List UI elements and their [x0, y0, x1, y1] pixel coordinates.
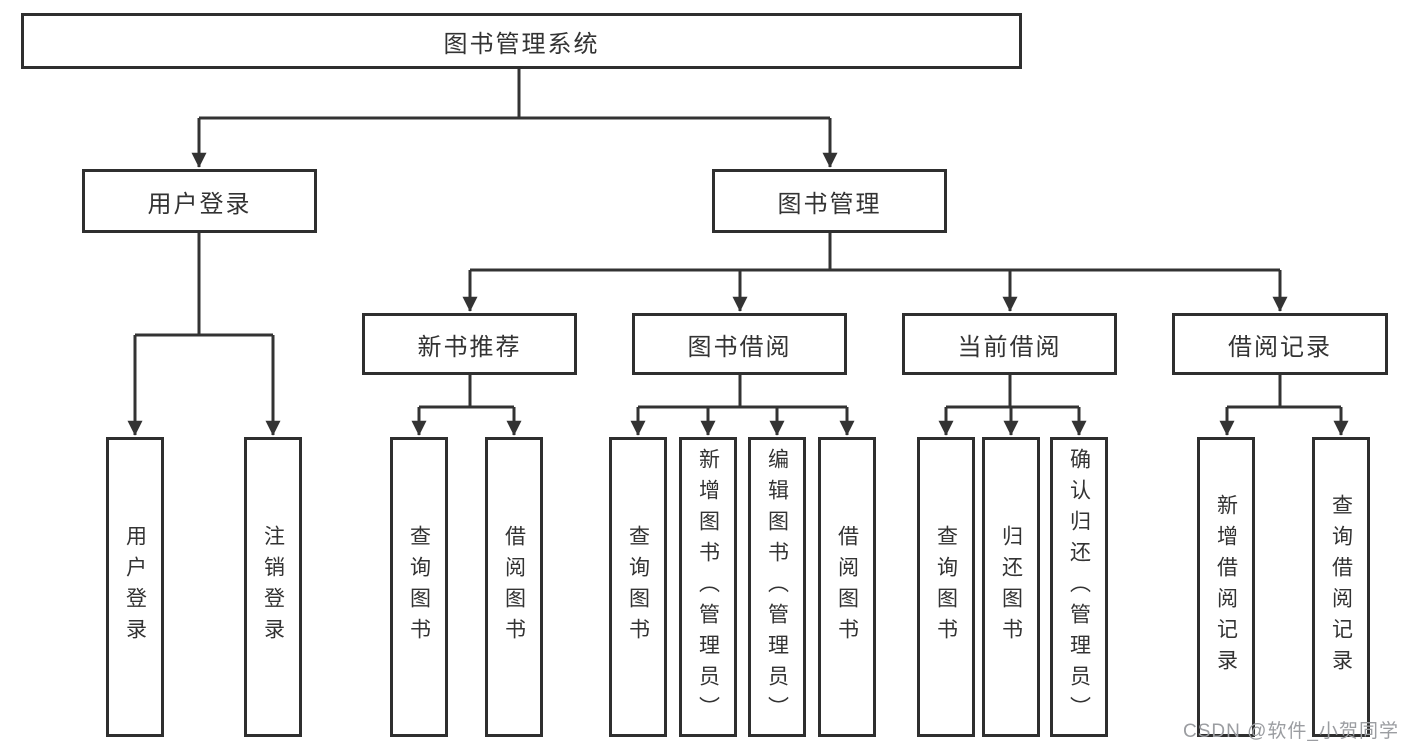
- node-borrow-records: 借阅记录: [1172, 313, 1388, 375]
- node-label: 查询借阅记录: [1329, 494, 1353, 680]
- csdn-watermark: CSDN @软件_小贺同学: [1183, 721, 1399, 742]
- node-label: 用户登录: [147, 190, 252, 218]
- node-label: 新增图书（管理员）: [696, 447, 720, 727]
- node-current-borrow: 当前借阅: [902, 313, 1117, 375]
- leaf-add-book-admin: 新增图书（管理员）: [679, 437, 737, 737]
- connector-new-book-recommend-to-leaves: [411, 375, 522, 436]
- node-label: 借阅记录: [1228, 333, 1332, 361]
- node-label: 图书管理系统: [443, 30, 600, 58]
- node-label: 图书管理: [777, 190, 882, 218]
- leaf-query-books-borrow: 查询图书: [609, 437, 667, 737]
- connector-current-borrow-to-leaves: [938, 375, 1087, 436]
- node-label: 新书推荐: [417, 333, 522, 361]
- node-label: 编辑图书（管理员）: [765, 447, 789, 727]
- node-label: 注销登录: [261, 525, 285, 649]
- leaf-user-login: 用户登录: [106, 437, 164, 737]
- connector-root-to-branches: [191, 69, 838, 168]
- node-new-book-recommend: 新书推荐: [362, 313, 577, 375]
- node-label: 查询图书: [626, 525, 650, 649]
- node-label: 图书借阅: [687, 333, 792, 361]
- node-label: 查询图书: [934, 525, 958, 649]
- node-user-login: 用户登录: [82, 169, 317, 233]
- leaf-borrow-books-recommend: 借阅图书: [485, 437, 543, 737]
- leaf-query-borrow-record: 查询借阅记录: [1312, 437, 1370, 737]
- node-label: 确认归还（管理员）: [1067, 447, 1091, 727]
- leaf-add-borrow-record: 新增借阅记录: [1197, 437, 1255, 737]
- leaf-confirm-return-admin: 确认归还（管理员）: [1050, 437, 1108, 737]
- node-label: 查询图书: [407, 525, 431, 649]
- node-root-system: 图书管理系统: [21, 13, 1022, 69]
- leaf-query-books-current: 查询图书: [917, 437, 975, 737]
- connector-book-management-to-modules: [462, 233, 1288, 312]
- node-label: 归还图书: [999, 525, 1023, 649]
- node-label: 用户登录: [123, 525, 147, 649]
- node-label: 借阅图书: [835, 525, 859, 649]
- node-label: 借阅图书: [502, 525, 526, 649]
- connector-user-login-to-leaves: [127, 233, 281, 436]
- node-label: 当前借阅: [957, 333, 1062, 361]
- connector-book-borrow-to-leaves: [630, 375, 855, 436]
- leaf-logout-login: 注销登录: [244, 437, 302, 737]
- leaf-return-books: 归还图书: [982, 437, 1040, 737]
- node-book-borrow: 图书借阅: [632, 313, 847, 375]
- leaf-query-books-recommend: 查询图书: [390, 437, 448, 737]
- leaf-borrow-books: 借阅图书: [818, 437, 876, 737]
- connector-borrow-records-to-leaves: [1219, 375, 1349, 436]
- leaf-edit-book-admin: 编辑图书（管理员）: [748, 437, 806, 737]
- node-label: 新增借阅记录: [1214, 494, 1238, 680]
- node-book-management: 图书管理: [712, 169, 947, 233]
